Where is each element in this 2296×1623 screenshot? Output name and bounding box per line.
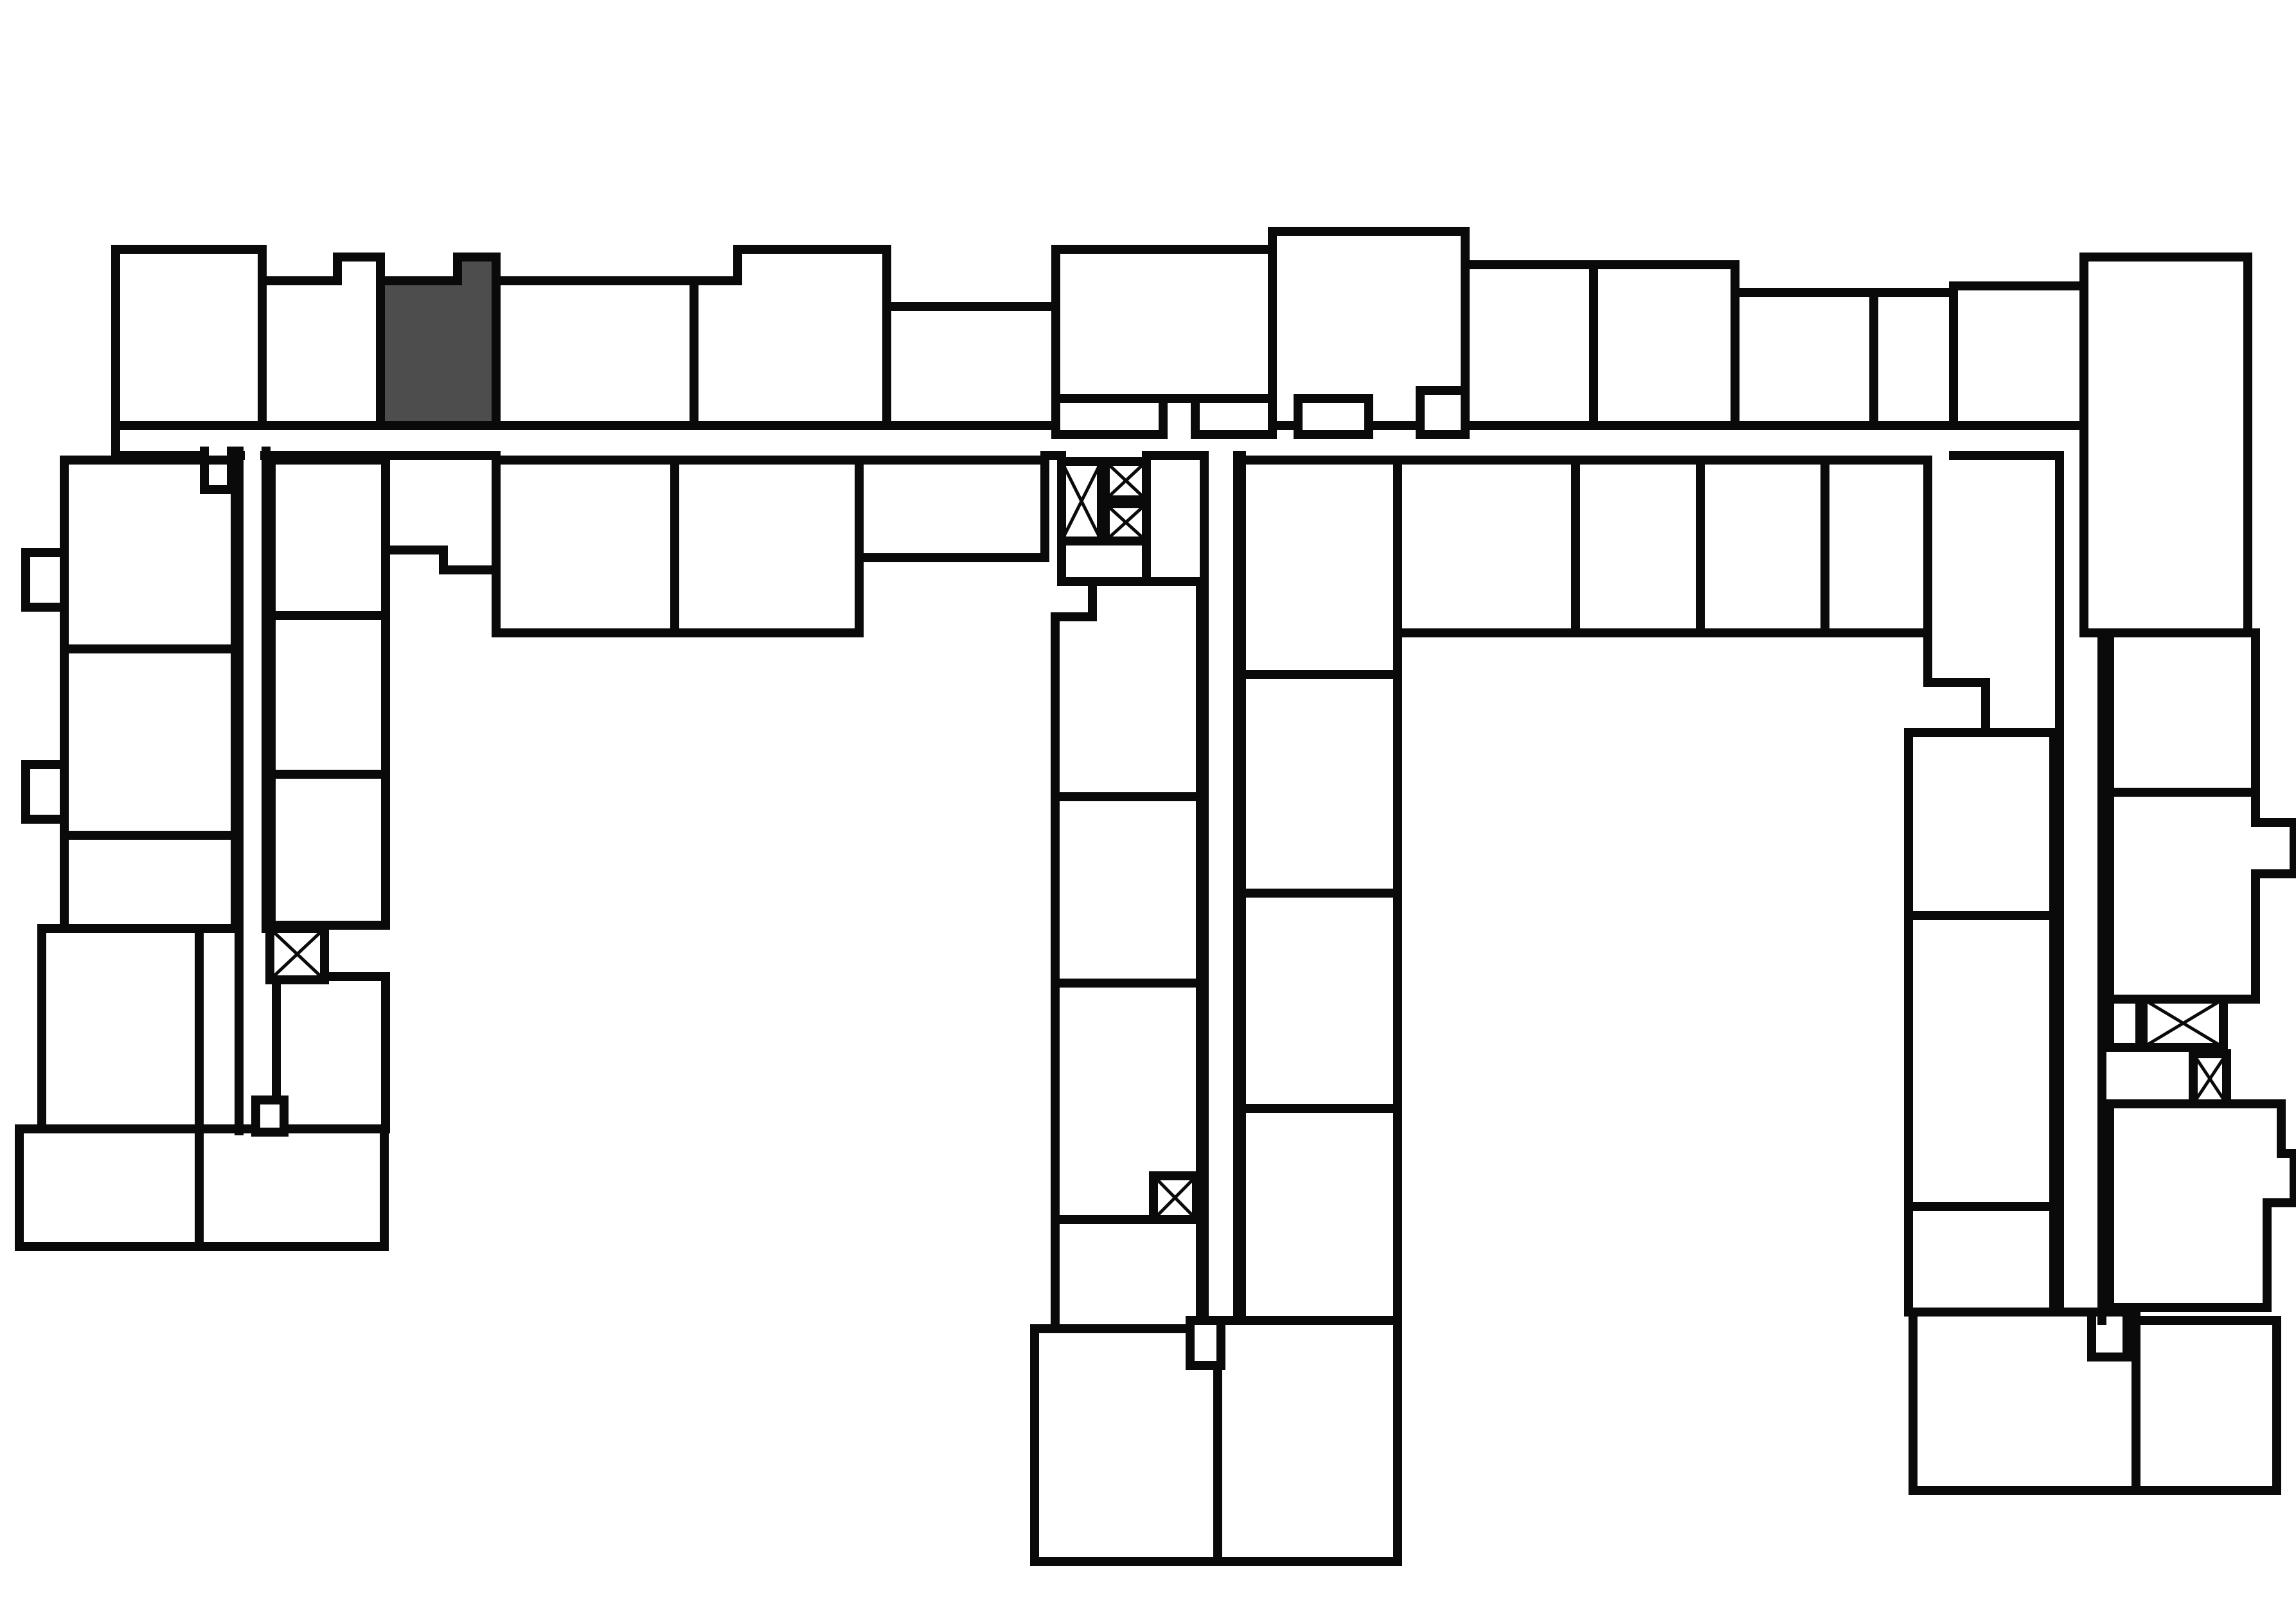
mid-wing-right-unit-3[interactable] xyxy=(1237,889,1402,1113)
left-wing-door-notch xyxy=(251,1095,289,1137)
stair-box-mid-wing-diagonal-2 xyxy=(1151,1173,1199,1222)
top-band-unit-1[interactable] xyxy=(111,245,267,430)
left-wing-west-unit-3[interactable] xyxy=(60,831,240,933)
left-wing-cluster-unit-s[interactable] xyxy=(195,1124,389,1251)
lower-row-unit-3[interactable] xyxy=(855,456,1049,562)
left-wing-cluster-unit-q[interactable] xyxy=(272,972,390,1133)
lower-row-unit-1[interactable] xyxy=(492,456,679,637)
right-wing-left-unit-1[interactable] xyxy=(1904,728,2058,920)
mid-wing-cluster-right[interactable] xyxy=(1213,1316,1402,1566)
stub-walls xyxy=(200,447,236,494)
highlighted-unit[interactable] xyxy=(376,253,501,430)
top-band-unit-10[interactable] xyxy=(1589,260,1740,430)
mid-wing-door-notch xyxy=(1186,1316,1225,1370)
lower-row-unit-2[interactable] xyxy=(670,456,864,637)
right-wing-right-unit-4[interactable] xyxy=(2105,1099,2296,1312)
stair-box-center-tall-diagonal-2 xyxy=(1059,459,1104,544)
right-wing-stair-cell xyxy=(2105,995,2144,1052)
mid-wing-left-unit-4[interactable] xyxy=(1051,1215,1205,1333)
top-band-unit-4[interactable] xyxy=(492,276,699,430)
stair-box-center-upper-diagonal-2 xyxy=(1103,459,1149,502)
lower-row-unit-5[interactable] xyxy=(1571,456,1705,637)
mid-wing-left-unit-2[interactable] xyxy=(1051,792,1205,988)
unit8-vestibule-b xyxy=(1416,386,1470,439)
right-wing-left-unit-3[interactable] xyxy=(1904,1202,2058,1317)
top-band-unit-9[interactable] xyxy=(1461,260,1598,430)
top-band-unit-7[interactable] xyxy=(1051,245,1277,403)
mid-wing-right-unit-4[interactable] xyxy=(1237,1104,1402,1328)
top-band-corner-unit-14[interactable] xyxy=(2079,253,2252,637)
mid-wing-right-unit-1[interactable] xyxy=(1237,456,1402,679)
right-wing-right-unit-1[interactable] xyxy=(2105,628,2260,797)
right-wing-cluster-left[interactable] xyxy=(1909,1308,2140,1495)
right-wing-door-notch xyxy=(2087,1308,2131,1361)
mid-wing-left-unit-1[interactable] xyxy=(1051,577,1205,801)
unit7-vestibule-a xyxy=(1051,394,1168,439)
top-band-unit-6[interactable] xyxy=(882,302,1060,430)
mid-wing-left-unit-3[interactable] xyxy=(1051,979,1205,1224)
stair-lobby-cell xyxy=(1057,537,1151,586)
stair-box-center-lower-diagonal-2 xyxy=(1103,501,1149,544)
left-wing-cluster-unit-p[interactable] xyxy=(37,924,204,1133)
unit8-vestibule-a xyxy=(1294,394,1373,439)
right-ne-wedge-walls xyxy=(1923,628,1990,737)
top-band-unit-12[interactable] xyxy=(1869,288,1958,430)
right-wing-cluster-right[interactable] xyxy=(2131,1316,2281,1495)
left-wing-west-unit-2[interactable] xyxy=(60,644,240,840)
left-wing-bump-a xyxy=(21,548,69,612)
left-wing-east-unit-1[interactable] xyxy=(267,456,390,620)
left-wing-east-unit-3[interactable] xyxy=(267,770,390,930)
lower-row-unit-7[interactable] xyxy=(1820,456,1932,637)
unit7-vestibule-b xyxy=(1191,394,1277,439)
stair-box-left-wing-diagonal-2 xyxy=(267,926,327,982)
left-ne-wedge-walls xyxy=(381,456,501,574)
lower-row-unit-6[interactable] xyxy=(1696,456,1829,637)
mid-wing-right-unit-2[interactable] xyxy=(1237,670,1402,898)
right-wing-left-unit-2[interactable] xyxy=(1904,911,2058,1211)
left-wing-cluster-unit-r[interactable] xyxy=(15,1124,204,1251)
top-band-unit-13[interactable] xyxy=(1949,281,2088,430)
lower-row-unit-4[interactable] xyxy=(1393,456,1580,637)
stair-box-right-wing-small-diagonal-2 xyxy=(2191,1051,2229,1106)
left-wing-bump-b xyxy=(21,760,69,824)
top-band-unit-5[interactable] xyxy=(690,245,891,430)
top-band-unit-2[interactable] xyxy=(258,253,385,430)
top-band-unit-11[interactable] xyxy=(1731,288,1878,430)
left-wing-east-unit-2[interactable] xyxy=(267,611,390,779)
stair-box-right-wing-wide-diagonal-2 xyxy=(2140,997,2226,1050)
